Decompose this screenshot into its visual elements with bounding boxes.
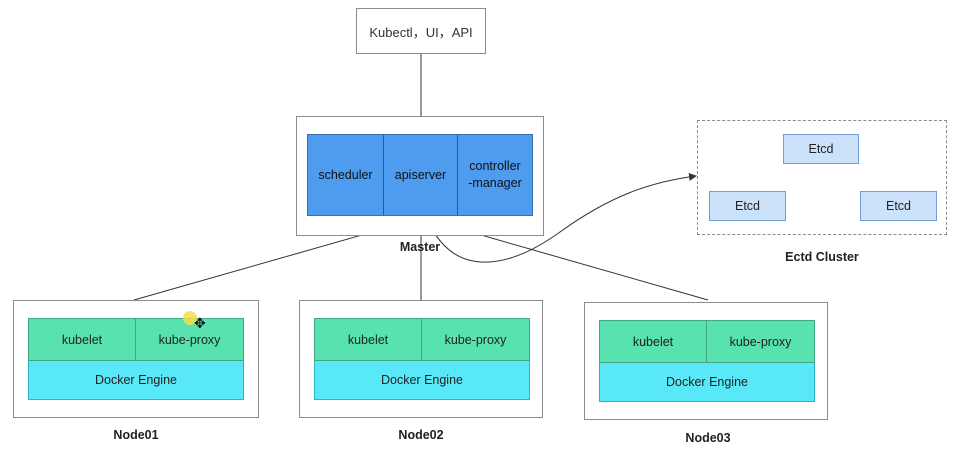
node03-frame: kubelet kube-proxy Docker Engine (584, 302, 828, 420)
node02-kubelet: kubelet (314, 318, 422, 361)
node01-components: kubelet kube-proxy Docker Engine (28, 318, 244, 400)
client-box: Kubectl，UI，API (356, 8, 486, 54)
node03-docker-engine: Docker Engine (599, 363, 815, 402)
cursor-highlight (183, 311, 197, 325)
node02-caption: Node02 (398, 428, 444, 442)
node03-kubelet: kubelet (599, 320, 707, 363)
etcd-node-left: Etcd (709, 191, 786, 221)
client-label: Kubectl，UI，API (369, 24, 473, 40)
move-cursor-icon: ✥ (194, 316, 206, 332)
node02-kube-proxy: kube-proxy (422, 318, 530, 361)
etcd-cluster-frame: Etcd Etcd Etcd (697, 120, 947, 235)
apiserver-to-etcd-arrow (427, 172, 697, 263)
node02-docker-engine: Docker Engine (314, 361, 530, 400)
etcd-cluster-caption: Ectd Cluster (785, 250, 859, 264)
master-components: scheduler apiserver controller -manager (307, 134, 533, 216)
node03-kube-proxy: kube-proxy (707, 320, 815, 363)
etcd-node-top: Etcd (783, 134, 859, 164)
node02-components: kubelet kube-proxy Docker Engine (314, 318, 530, 400)
node01-caption: Node01 (113, 428, 159, 442)
controller-manager-component: controller -manager (458, 135, 532, 215)
scheduler-component: scheduler (308, 135, 384, 215)
master-frame: scheduler apiserver controller -manager (296, 116, 544, 236)
node02-frame: kubelet kube-proxy Docker Engine (299, 300, 543, 418)
master-caption: Master (399, 240, 441, 254)
etcd-node-right: Etcd (860, 191, 937, 221)
node03-components: kubelet kube-proxy Docker Engine (599, 320, 815, 402)
node03-caption: Node03 (685, 431, 731, 445)
node01-kubelet: kubelet (28, 318, 136, 361)
node01-frame: kubelet kube-proxy Docker Engine (13, 300, 259, 418)
node01-docker-engine: Docker Engine (28, 361, 244, 400)
apiserver-component: apiserver (384, 135, 458, 215)
